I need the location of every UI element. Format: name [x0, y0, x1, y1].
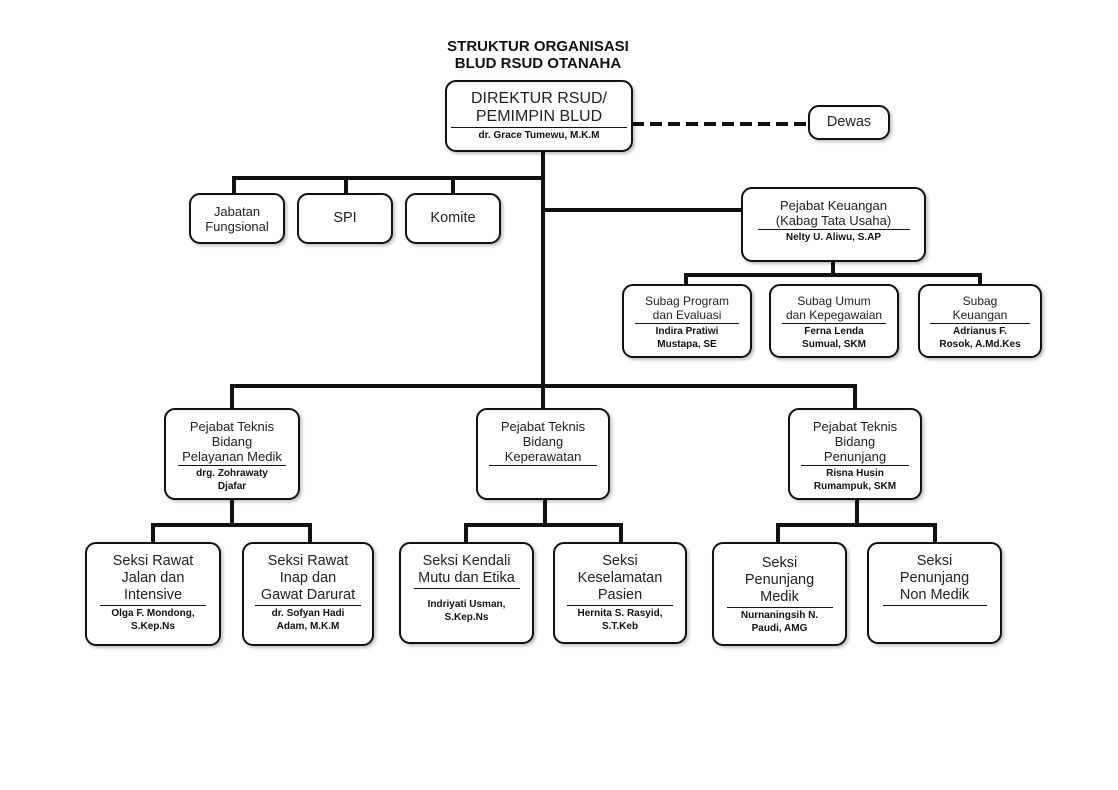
section-line1: Seksi — [602, 553, 638, 569]
section-line1: Seksi Rawat — [267, 553, 349, 569]
section-line2: Penunjang — [899, 570, 970, 586]
dewas-box[interactable]: Dewas — [808, 105, 890, 140]
subunit-line2: dan Kepegawaian — [785, 308, 883, 322]
technical-box-pelayanan-medik[interactable]: Pejabat Teknis Bidang Pelayanan Medik dr… — [164, 408, 300, 500]
subunit-line1: Subag Program — [644, 294, 730, 308]
section-line1: Seksi — [761, 555, 798, 571]
subunit-name2: Mustapa, SE — [657, 339, 717, 350]
divider — [413, 588, 520, 589]
finance-box[interactable]: Pejabat Keuangan (Kabag Tata Usaha) Nelt… — [741, 187, 926, 262]
finance-title-line2: (Kabag Tata Usaha) — [775, 213, 892, 228]
chart-title-line1: STRUKTUR ORGANISASI — [447, 38, 629, 55]
divider — [451, 127, 627, 128]
director-title-line1: DIREKTUR RSUD/ — [470, 90, 607, 107]
divider — [178, 465, 286, 466]
section-name2: S.Kep.Ns — [131, 621, 175, 632]
staff-label: SPI — [333, 210, 357, 226]
section-line2: Jalan dan — [121, 570, 185, 586]
dewas-label: Dewas — [826, 114, 872, 130]
divider — [255, 605, 361, 606]
technical-line3: Penunjang — [823, 449, 887, 464]
section-line3: Non Medik — [899, 587, 970, 603]
staff-label-line1: Jabatan — [213, 203, 261, 219]
technical-box-penunjang[interactable]: Pejabat Teknis Bidang Penunjang Risna Hu… — [788, 408, 922, 500]
subunit-name2: Rosok, A.Md.Kes — [939, 339, 1021, 350]
chart-title-line2: BLUD RSUD OTANAHA — [454, 55, 622, 72]
section-line2: Mutu dan Etika — [418, 570, 515, 586]
technical-line3: Keperawatan — [504, 449, 582, 464]
section-name1: Indriyati Usman, — [427, 599, 506, 610]
finance-title-line1: Pejabat Keuangan — [780, 198, 887, 213]
technical-line2: Bidang — [522, 434, 564, 449]
section-name1: Nurnaningsih N. — [740, 610, 819, 621]
section-name2: Adam, M.K.M — [276, 621, 340, 632]
section-name2: Paudi, AMG — [751, 623, 808, 634]
section-line3: Gawat Darurat — [260, 587, 356, 603]
staff-label: Komite — [430, 210, 476, 226]
technical-line2: Bidang — [211, 434, 253, 449]
divider — [782, 323, 886, 324]
finance-subunit-box[interactable]: Subag Keuangan Adrianus F. Rosok, A.Md.K… — [918, 284, 1042, 358]
subunit-line1: Subag Umum — [797, 294, 871, 308]
divider — [489, 465, 597, 466]
finance-name: Nelty U. Aliwu, S.AP — [785, 232, 882, 243]
divider — [100, 605, 206, 606]
section-box-keselamatan-pasien[interactable]: Seksi Keselamatan Pasien Hernita S. Rasy… — [553, 542, 687, 644]
technical-line2: Bidang — [834, 434, 876, 449]
divider — [801, 465, 909, 466]
divider — [567, 605, 673, 606]
technical-box-keperawatan[interactable]: Pejabat Teknis Bidang Keperawatan — [476, 408, 610, 500]
section-line1: Seksi Kendali — [422, 553, 511, 569]
divider — [882, 605, 987, 606]
section-box-penunjang-medik[interactable]: Seksi Penunjang Medik Nurnaningsih N. Pa… — [712, 542, 847, 646]
technical-line1: Pejabat Teknis — [500, 419, 586, 434]
divider — [726, 607, 833, 608]
subunit-name1: Adrianus F. — [953, 326, 1007, 337]
section-box-penunjang-non-medik[interactable]: Seksi Penunjang Non Medik — [867, 542, 1002, 644]
subunit-name2: Sumual, SKM — [802, 339, 866, 350]
technical-name1: Risna Husin — [826, 468, 884, 479]
section-name1: Olga F. Mondong, — [111, 608, 195, 619]
section-box-kendali-mutu[interactable]: Seksi Kendali Mutu dan Etika Indriyati U… — [399, 542, 534, 644]
section-line2: Penunjang — [744, 572, 815, 588]
section-line1: Seksi Rawat — [112, 553, 194, 569]
section-name2: S.Kep.Ns — [444, 612, 489, 623]
director-box[interactable]: DIREKTUR RSUD/ PEMIMPIN BLUD dr. Grace T… — [445, 80, 633, 152]
subunit-line2: dan Evaluasi — [652, 308, 722, 322]
technical-line1: Pejabat Teknis — [812, 419, 898, 434]
subunit-name1: Ferna Lenda — [804, 326, 864, 337]
technical-name1: drg. Zohrawaty — [196, 468, 268, 479]
staff-box-jabatan-fungsional[interactable]: Jabatan Fungsional — [189, 193, 285, 244]
section-line3: Pasien — [597, 587, 643, 603]
section-line3: Medik — [760, 589, 799, 605]
subunit-line2: Keuangan — [952, 308, 1008, 322]
director-title-line2: PEMIMPIN BLUD — [475, 108, 603, 125]
section-line2: Keselamatan — [577, 570, 663, 586]
section-box-rawat-inap[interactable]: Seksi Rawat Inap dan Gawat Darurat dr. S… — [242, 542, 374, 646]
section-name2: S.T.Keb — [601, 621, 639, 632]
divider — [757, 229, 910, 230]
subunit-name1: Indira Pratiwi — [655, 326, 719, 337]
technical-name2: Rumampuk, SKM — [813, 481, 897, 492]
finance-subunit-box[interactable]: Subag Program dan Evaluasi Indira Pratiw… — [622, 284, 752, 358]
divider — [930, 323, 1030, 324]
staff-box-komite[interactable]: Komite — [405, 193, 501, 244]
director-name: dr. Grace Tumewu, M.K.M — [478, 130, 600, 141]
section-box-rawat-jalan[interactable]: Seksi Rawat Jalan dan Intensive Olga F. … — [85, 542, 221, 646]
technical-line1: Pejabat Teknis — [189, 419, 275, 434]
staff-box-spi[interactable]: SPI — [297, 193, 393, 244]
section-name1: dr. Sofyan Hadi — [271, 608, 345, 619]
section-line1: Seksi — [916, 553, 953, 569]
finance-subunit-box[interactable]: Subag Umum dan Kepegawaian Ferna Lenda S… — [769, 284, 899, 358]
section-name1: Hernita S. Rasyid, — [577, 608, 663, 619]
subunit-line1: Subag — [962, 294, 998, 308]
section-line3: Intensive — [123, 587, 183, 603]
technical-name2: Djafar — [217, 481, 247, 492]
divider — [635, 323, 739, 324]
staff-label-line2: Fungsional — [205, 218, 269, 234]
section-line2: Inap dan — [279, 570, 337, 586]
technical-line3: Pelayanan Medik — [182, 449, 282, 464]
